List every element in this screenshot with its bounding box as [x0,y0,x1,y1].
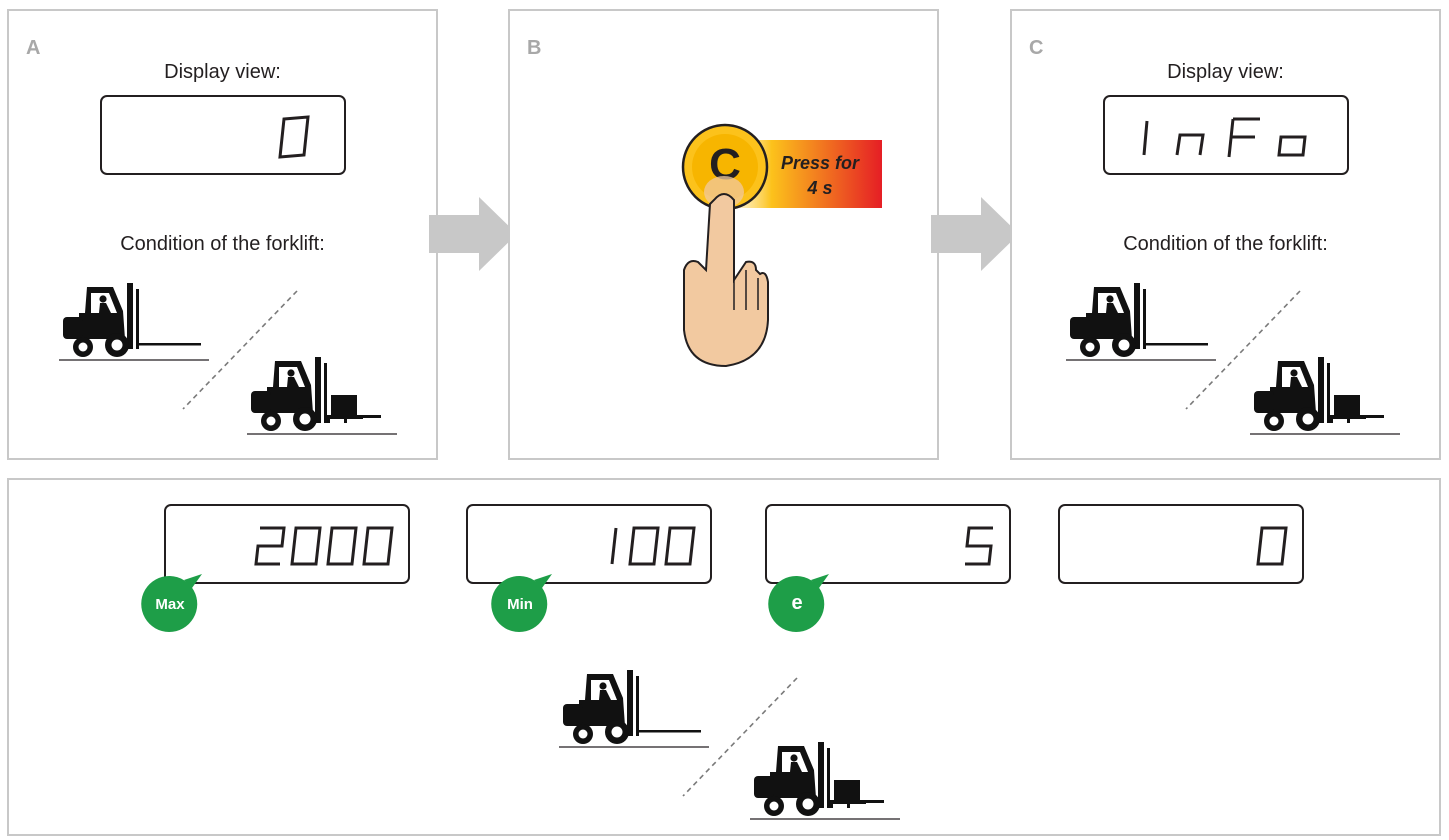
condition-caption: Condition of the forklift: [1123,233,1328,255]
forklift-loaded-icon [750,742,905,824]
display-screen [1103,95,1349,175]
seven-segment-digits [254,526,394,566]
seven-segment-digits [1142,117,1307,158]
forklift-loaded-icon [247,357,402,439]
press-instruction: Press for 4 s [765,151,875,201]
display-view-caption: Display view: [1167,61,1284,83]
seven-segment-digits [610,526,696,566]
arrow-right-icon [429,197,517,271]
badge-e-label: e [791,592,803,614]
badge-min-label: Min [507,596,533,613]
display-view-caption: Display view: [164,61,281,83]
arrow-right-icon [931,197,1019,271]
display-zero [1058,504,1304,584]
panel-info-sequence: Max Min e [7,478,1441,836]
seven-segment-digits [965,526,993,566]
seven-segment-digits [1256,526,1288,566]
divider-dashed-line [682,677,798,797]
display-max [164,504,410,584]
badge-max-label: Max [155,596,185,613]
display-min [466,504,712,584]
divider-dashed-line [182,290,298,410]
hand-pressing-icon [683,176,769,368]
panel-letter: A [26,37,41,59]
display-screen [100,95,346,175]
forklift-loaded-icon [1250,357,1405,439]
display-e [765,504,1011,584]
condition-caption: Condition of the forklift: [120,233,325,255]
panel-c: C Display view: Condition of the forklif… [1010,9,1441,460]
divider-dashed-line [1185,290,1301,410]
panel-letter: B [527,37,542,59]
press-line-1: Press for [780,153,860,173]
press-line-2: 4 s [807,178,833,198]
clear-button-icon[interactable] [680,122,770,212]
seven-segment-digits [278,115,310,159]
panel-a: A Display view: Condition of the forklif… [7,9,438,460]
panel-letter: C [1029,37,1044,59]
